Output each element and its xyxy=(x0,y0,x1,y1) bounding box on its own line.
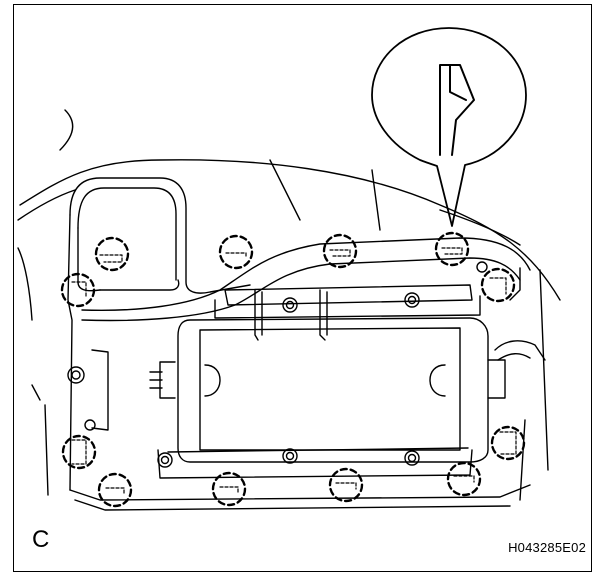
clip-markers xyxy=(60,231,526,508)
clip-shapes xyxy=(71,247,517,495)
clip-marker xyxy=(94,236,130,272)
clip-marker xyxy=(434,231,470,267)
clip-marker xyxy=(490,425,526,461)
bolt-heads xyxy=(67,261,488,468)
clip-marker xyxy=(480,267,516,303)
clip-marker xyxy=(446,461,482,497)
clip-marker xyxy=(97,472,133,508)
airbag-module xyxy=(149,317,506,463)
clip-marker xyxy=(218,234,254,270)
view-label: C xyxy=(32,526,50,553)
upper-rail xyxy=(81,237,531,322)
magnified-clip-callout xyxy=(371,27,527,227)
lower-edge xyxy=(69,349,531,511)
clip-marker xyxy=(211,471,247,507)
clip-marker xyxy=(61,434,97,470)
figure-code: H043285E02 xyxy=(508,540,586,555)
vent-frame xyxy=(67,177,251,491)
dashboard-outline xyxy=(17,109,561,496)
magnified-clip-profile-icon xyxy=(439,64,475,156)
clip-marker xyxy=(328,467,364,503)
clip-marker xyxy=(322,233,358,269)
mount-bracket xyxy=(157,284,481,479)
clip-marker xyxy=(60,272,96,308)
wire-harness xyxy=(494,267,549,501)
